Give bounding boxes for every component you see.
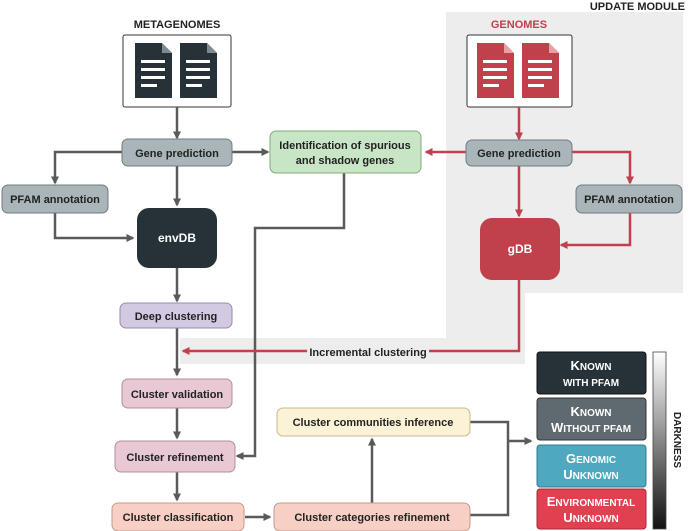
incremental-clustering-label: Incremental clustering <box>309 347 426 359</box>
category-environmental-unknown: ENVIRONMENTAL UNKNOWN <box>536 488 647 530</box>
category-label-line1: GENOMIC <box>566 451 616 466</box>
category-label-line1: KNOWN <box>570 404 611 419</box>
pfam-meta-label: PFAM annotation <box>10 194 100 206</box>
category-label-line2: UNKNOWN <box>563 467 619 482</box>
envdb-box <box>137 208 217 268</box>
category-label-line1: KNOWN <box>570 358 611 373</box>
document-icon <box>180 43 217 98</box>
arrow-communities-to-categories <box>470 420 510 441</box>
cluster-validation-label: Cluster validation <box>131 389 224 401</box>
document-icon <box>522 43 559 98</box>
arrow-spurious-to-refinement <box>235 172 346 460</box>
arrow-catrefinement-to-categories <box>470 441 510 517</box>
genomes-title: GENOMES <box>491 19 547 31</box>
cluster-categories-refinement-label: Cluster categories refinement <box>294 512 450 524</box>
cluster-classification-label: Cluster classification <box>123 512 234 524</box>
arrow-geneprediction-to-pfam <box>51 150 122 185</box>
spurious-label-line1: Identification of spurious <box>279 140 410 152</box>
pfam-genome-label: PFAM annotation <box>584 194 674 206</box>
category-label-line2: WITHOUT PFAM <box>551 420 631 435</box>
incremental-connector <box>505 290 525 342</box>
gene-prediction-genome-box <box>465 139 573 167</box>
category-label-line2: WITH PFAM <box>563 378 619 389</box>
arrow-gdb-to-incremental <box>181 280 521 355</box>
category-label-line2: UNKNOWN <box>563 510 619 525</box>
gene-prediction-meta-label: Gene prediction <box>135 148 219 160</box>
gdb-box <box>480 218 560 280</box>
gene-prediction-genome-label: Gene prediction <box>477 148 561 160</box>
deep-clustering-box <box>119 302 233 329</box>
spurious-box <box>269 130 422 174</box>
arrow-pfam-to-envdb <box>53 213 135 242</box>
arrow-geneprediction-to-pfam-red <box>572 150 634 185</box>
pfam-genome-box <box>575 184 683 214</box>
document-icon <box>477 43 514 98</box>
gdb-label: gDB <box>508 242 533 256</box>
cluster-refinement-box <box>114 440 236 473</box>
deep-clustering-label: Deep clustering <box>135 311 218 323</box>
cluster-refinement-label: Cluster refinement <box>126 452 224 464</box>
update-module-title: UPDATE MODULE <box>590 1 685 13</box>
cluster-classification-box <box>111 502 245 531</box>
spurious-label-line2: and shadow genes <box>296 155 394 167</box>
envdb-label: envDB <box>158 231 196 245</box>
arrow-pfam-to-gdb <box>559 213 632 249</box>
document-icon <box>135 43 172 98</box>
cluster-validation-box <box>121 378 233 409</box>
category-known-without-pfam: KNOWN WITHOUT PFAM <box>536 397 647 441</box>
category-label-line1: ENVIRONMENTAL <box>547 494 635 509</box>
category-known-with-pfam: KNOWN WITH PFAM <box>536 351 647 395</box>
gene-prediction-meta-box <box>121 138 233 167</box>
category-genomic-unknown: GENOMIC UNKNOWN <box>536 444 647 488</box>
metagenomes-title: METAGENOMES <box>134 19 221 31</box>
cluster-communities-inference-box <box>276 407 471 437</box>
cluster-communities-inference-label: Cluster communities inference <box>293 417 454 429</box>
pfam-meta-box <box>1 184 109 214</box>
cluster-categories-refinement-box <box>273 502 471 531</box>
darkness-label: DARKNESS <box>671 412 682 468</box>
darkness-gradient-bar <box>652 351 667 530</box>
